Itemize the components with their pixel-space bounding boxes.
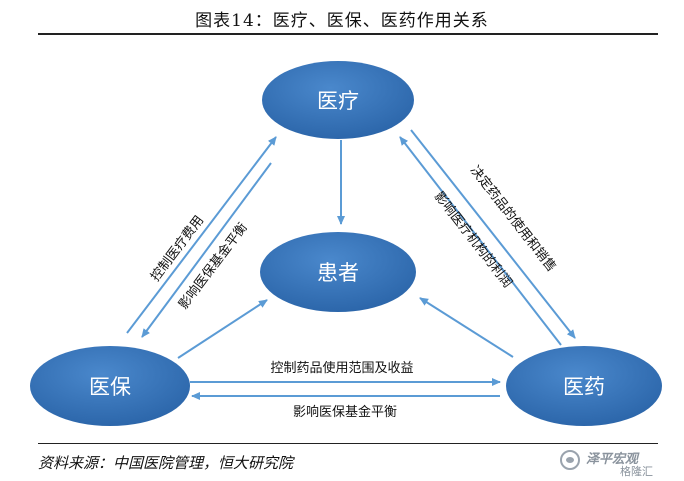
arrow-yiliao-to-yiyao <box>410 129 576 339</box>
figure-title: 图表14：医疗、医保、医药作用关系 <box>195 11 489 31</box>
node-huanzhe-label: 患者 <box>317 261 359 285</box>
arrow-yibao-to-huanzhe <box>177 299 268 359</box>
node-yiliao-label: 医疗 <box>317 89 359 113</box>
node-yiliao: 医疗 <box>262 61 414 139</box>
edge-label-yiyao-to-yibao: 影响医保基金平衡 <box>293 404 397 420</box>
bottom-rule <box>38 443 658 444</box>
top-rule <box>38 33 658 35</box>
edge-label-yibao-to-yiyao: 控制药品使用范围及收益 <box>270 360 413 376</box>
node-yibao: 医保 <box>30 346 190 426</box>
arrow-yiliao-to-yibao <box>141 162 272 338</box>
watermark: 泽平宏观 格隆汇 <box>560 448 684 478</box>
watermark-line2: 格隆汇 <box>620 465 653 478</box>
node-yibao-label: 医保 <box>89 375 131 399</box>
arrow-yiyao-to-yiliao <box>399 136 562 346</box>
node-yiyao: 医药 <box>506 346 662 426</box>
arrow-yiyao-to-huanzhe <box>419 297 514 358</box>
source-note: 资料来源：中国医院管理，恒大研究院 <box>38 454 294 472</box>
watermark-line1: 泽平宏观 <box>586 452 639 467</box>
arrow-yibao-to-yiliao <box>126 136 277 334</box>
wechat-icon <box>560 450 580 470</box>
node-huanzhe: 患者 <box>260 232 416 312</box>
node-yiyao-label: 医药 <box>563 375 605 399</box>
